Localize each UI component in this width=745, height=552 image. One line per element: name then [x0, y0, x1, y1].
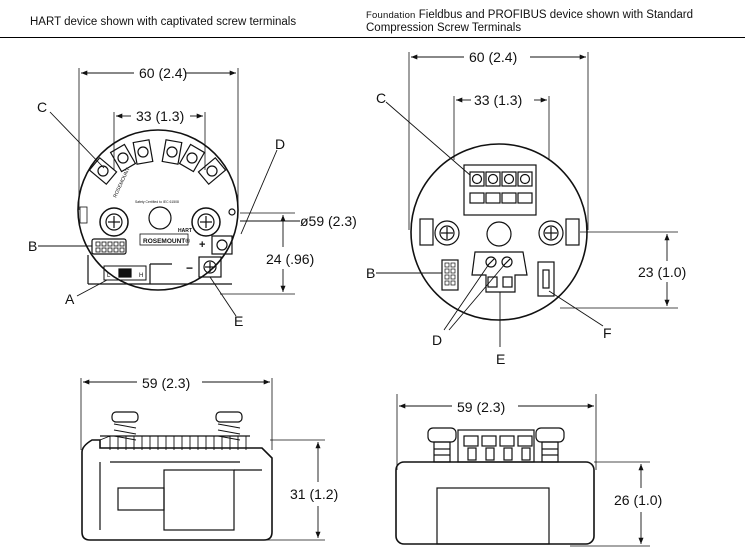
fieldbus-side-height-dim: 26 (1.0) [614, 492, 662, 508]
fieldbus-top-view [408, 52, 678, 321]
hart-cert-text: Safety Certified to IEC 61508 [135, 200, 179, 204]
fieldbus-callout-f: F [603, 325, 612, 341]
fieldbus-height-dim: 23 (1.0) [638, 264, 686, 280]
hart-callout-e: E [234, 313, 243, 329]
hart-callout-b: B [28, 238, 37, 254]
fieldbus-spacing-dim: 33 (1.3) [474, 92, 522, 108]
fieldbus-side-dimensions [399, 403, 644, 544]
hart-callout-a: A [65, 291, 75, 307]
hart-spacing-dim: 33 (1.3) [136, 108, 184, 124]
hart-top-dimensions [81, 70, 300, 292]
hart-callout-c: C [37, 99, 47, 115]
hart-side-height-dim: 31 (1.2) [290, 486, 338, 502]
hart-top-view [77, 68, 295, 295]
hart-side-view [80, 378, 325, 541]
caption-hart: HART device shown with captivated screw … [30, 16, 297, 28]
hart-terminal-blocks [88, 139, 227, 186]
fieldbus-callout-b: B [366, 265, 375, 281]
fieldbus-top-dimensions [411, 54, 670, 306]
fieldbus-callout-e: E [496, 351, 505, 367]
hart-minus: − [186, 261, 193, 275]
hart-switch-h: H [139, 273, 143, 279]
caption-fieldbus: Foundation Fieldbus and PROFIBUS device … [366, 9, 693, 35]
caption-fieldbus-rest: Fieldbus and PROFIBUS device shown with … [415, 9, 693, 21]
hart-side-dimensions [83, 379, 321, 538]
fieldbus-callout-c: C [376, 90, 386, 106]
caption-foundation-word: Foundation [366, 10, 416, 21]
caption-fieldbus-line2: Compression Screw Terminals [366, 22, 522, 34]
fieldbus-callout-leaders [376, 101, 604, 347]
fieldbus-callout-d: D [432, 332, 442, 348]
fieldbus-side-width-dim: 59 (2.3) [457, 399, 505, 415]
hart-side-width-dim: 59 (2.3) [142, 375, 190, 391]
hart-callout-d: D [275, 136, 285, 152]
hart-callout-leaders [38, 111, 278, 317]
hart-switch-l: L [107, 273, 111, 279]
hart-plus: + [199, 239, 205, 251]
hart-height-dim: 24 (.96) [266, 251, 314, 267]
hart-label: HART [178, 228, 192, 234]
hart-brand-plate: ROSEMOUNT® [143, 237, 190, 245]
fieldbus-side-view [395, 394, 650, 547]
fieldbus-width-dim: 60 (2.4) [469, 49, 517, 65]
hart-width-dim: 60 (2.4) [139, 65, 187, 81]
caption-divider [0, 37, 745, 38]
hart-diameter-dim: ø59 (2.3) [300, 213, 357, 229]
